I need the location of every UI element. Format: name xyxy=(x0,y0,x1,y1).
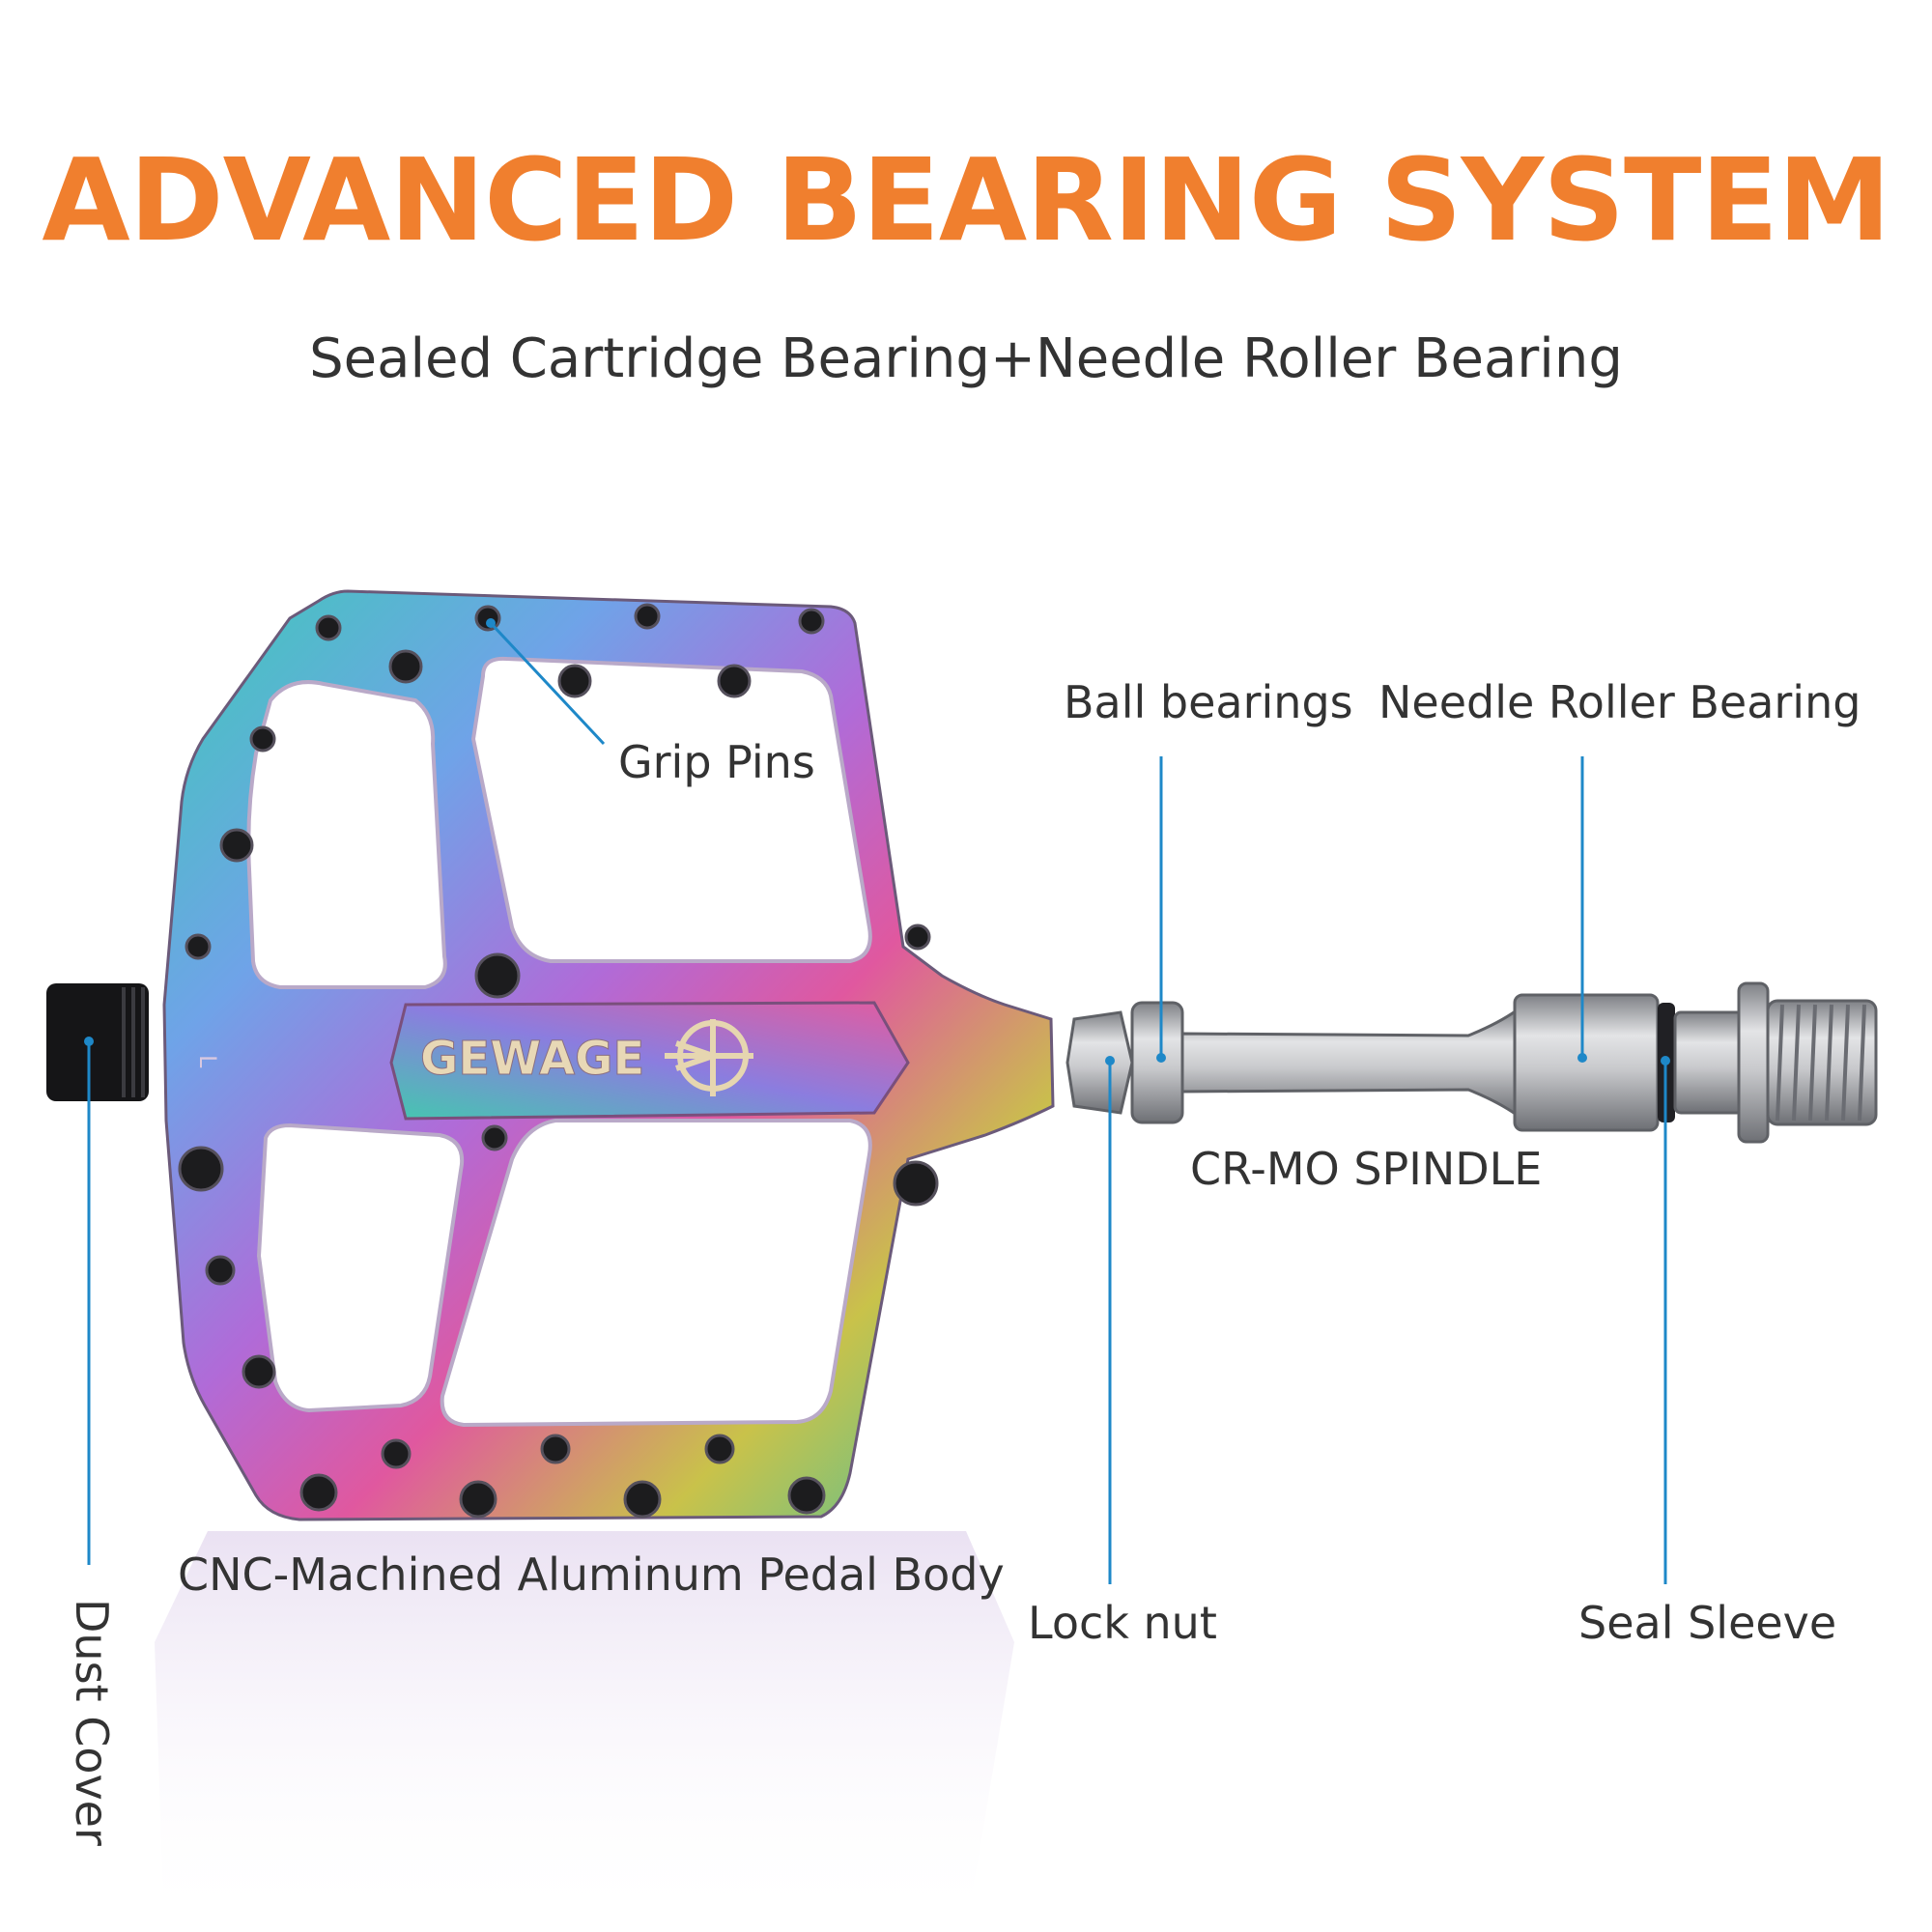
spindle-assembly xyxy=(1065,981,1878,1144)
label-seal-sleeve: Seal Sleeve xyxy=(1578,1597,1837,1649)
cr-mo-spindle-shaft xyxy=(1180,1008,1519,1118)
leader-dots xyxy=(84,618,1670,1065)
lock-nut xyxy=(1065,1010,1134,1115)
grip-pins xyxy=(178,603,939,1519)
pedal-side-mark: L xyxy=(194,1055,221,1068)
pedal-window-top-right xyxy=(470,656,872,963)
gewage-logo-mark xyxy=(665,1019,753,1096)
pedal-window-bottom-right xyxy=(440,1119,872,1428)
pedal-brand-text: GEWAGE xyxy=(420,1032,644,1086)
label-needle-roller-bearing: Needle Roller Bearing xyxy=(1378,676,1861,728)
pedal-reflection xyxy=(155,1531,1014,1932)
label-pedal-body: CNC-Machined Aluminum Pedal Body xyxy=(178,1548,1005,1601)
label-dust-cover: Dust Cover xyxy=(66,1599,118,1846)
pedal-window-bottom-left xyxy=(256,1122,465,1413)
label-ball-bearings: Ball bearings xyxy=(1064,676,1353,728)
label-grip-pins: Grip Pins xyxy=(618,736,815,788)
label-spindle: CR-MO SPINDLE xyxy=(1190,1143,1543,1195)
label-lock-nut: Lock nut xyxy=(1028,1597,1217,1649)
pedal-window-top-left xyxy=(246,680,447,989)
needle-roller-bearing xyxy=(1513,993,1660,1132)
page-subtitle: Sealed Cartridge Bearing+Needle Roller B… xyxy=(309,327,1623,390)
pedal-axle-housing xyxy=(389,1001,910,1121)
ball-bearing xyxy=(1130,1001,1184,1124)
page-title: ADVANCED BEARING SYSTEM xyxy=(42,133,1890,267)
dust-cover xyxy=(46,983,149,1101)
leader-lines xyxy=(87,621,1667,1584)
leader-grip-pins xyxy=(489,621,606,746)
